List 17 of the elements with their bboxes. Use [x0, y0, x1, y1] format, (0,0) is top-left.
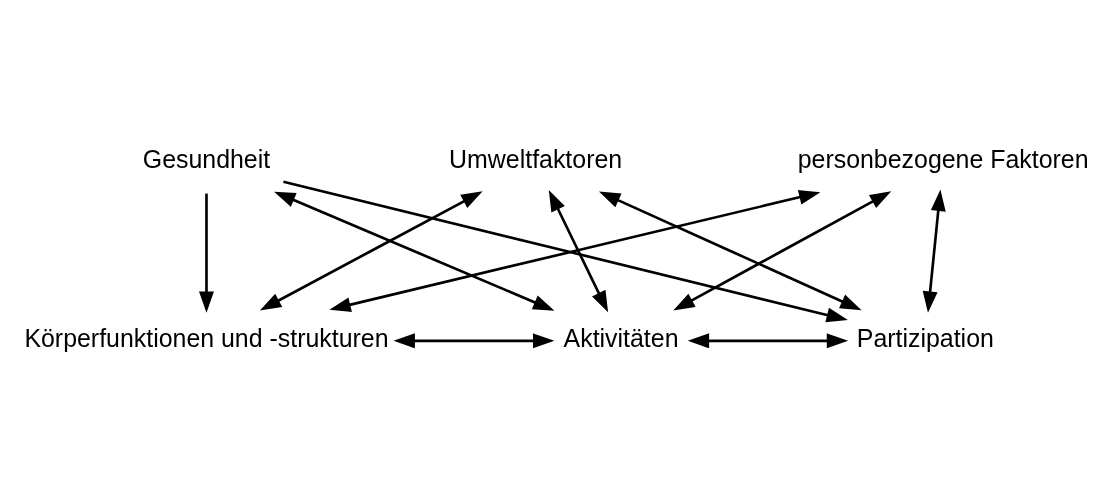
arrow: [922, 189, 946, 313]
node-text: Körperfunktionen und -strukturen: [24, 324, 389, 353]
arrow: [274, 191, 555, 311]
arrow: [259, 191, 483, 311]
arrow: [393, 333, 555, 349]
arrow: [673, 191, 892, 311]
node-text: Aktivitäten: [563, 324, 679, 353]
node-text: personbezogene Faktoren: [797, 144, 1089, 173]
arrow: [283, 180, 848, 323]
arrow: [598, 191, 862, 311]
node-text: Partizipation: [856, 324, 994, 353]
node-text: Gesundheit: [142, 144, 271, 173]
node-text: Umweltfaktoren: [449, 144, 623, 173]
arrow: [329, 189, 821, 312]
arrow: [199, 193, 214, 313]
arrow: [548, 189, 609, 313]
arrow: [687, 333, 849, 349]
